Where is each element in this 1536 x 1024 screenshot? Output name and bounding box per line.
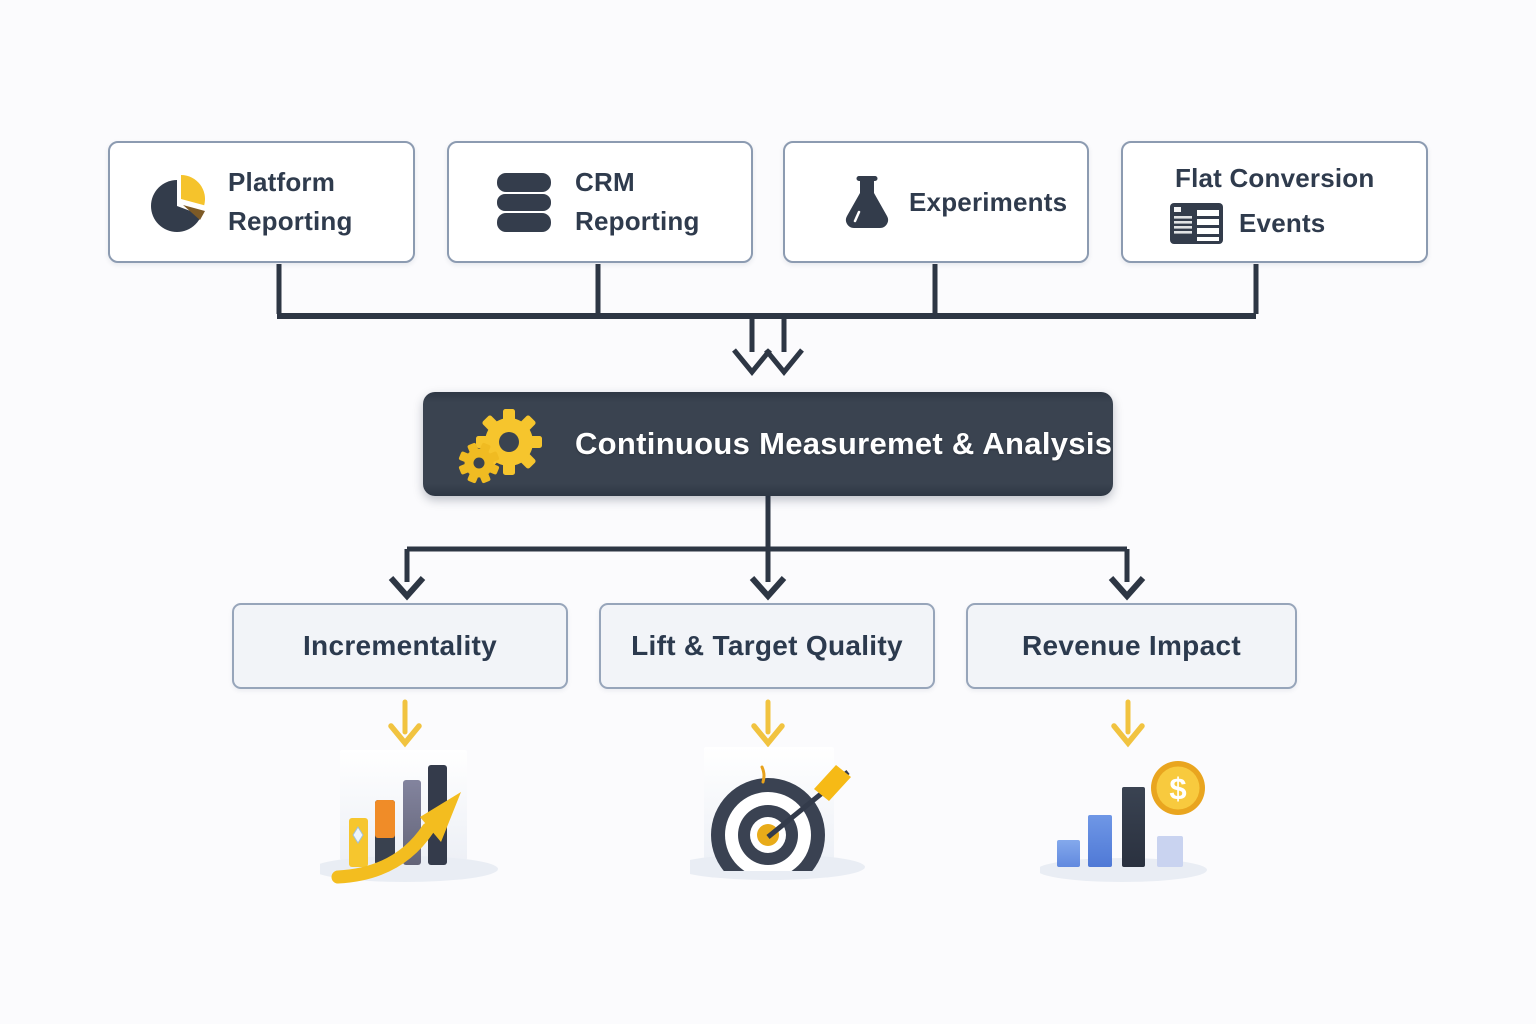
- source-box-experiments: Experiments: [783, 141, 1089, 263]
- source-label-line1: Flat Conversion: [1175, 162, 1375, 193]
- outcome-label: Incrementality: [302, 630, 498, 661]
- source-box-crm-reporting: CRM Reporting: [447, 141, 753, 263]
- dollar-symbol: $: [1169, 771, 1186, 806]
- outcome-box-lift-target-quality: Lift & Target Quality: [599, 603, 935, 689]
- database-icon: [495, 171, 553, 233]
- growth-bar-chart-illustration: [320, 745, 505, 885]
- central-process-label: Continuous Measuremet & Analysis: [575, 426, 1113, 461]
- pie-chart-icon: [146, 170, 210, 234]
- outcome-box-revenue-impact: Revenue Impact: [966, 603, 1297, 689]
- target-arrow-illustration: [690, 745, 875, 885]
- central-process-box: Continuous Measuremet & Analysis: [423, 392, 1113, 496]
- outcome-label: Lift & Target Quality: [631, 630, 903, 661]
- source-box-flat-conversion-events: Flat Conversion Events: [1121, 141, 1428, 263]
- source-label: CRM Reporting: [575, 167, 700, 236]
- outcome-label: Revenue Impact: [1022, 630, 1241, 661]
- flask-icon: [841, 172, 893, 232]
- revenue-bars-coin-illustration: $: [1040, 745, 1225, 885]
- source-box-platform-reporting: Platform Reporting: [108, 141, 415, 263]
- source-label: Platform Reporting: [228, 167, 353, 236]
- table-icon: [1169, 202, 1225, 246]
- source-label-line2: Events: [1239, 208, 1326, 238]
- gears-icon: [457, 400, 553, 488]
- source-label: Experiments: [909, 186, 1068, 217]
- outcome-box-incrementality: Incrementality: [232, 603, 568, 689]
